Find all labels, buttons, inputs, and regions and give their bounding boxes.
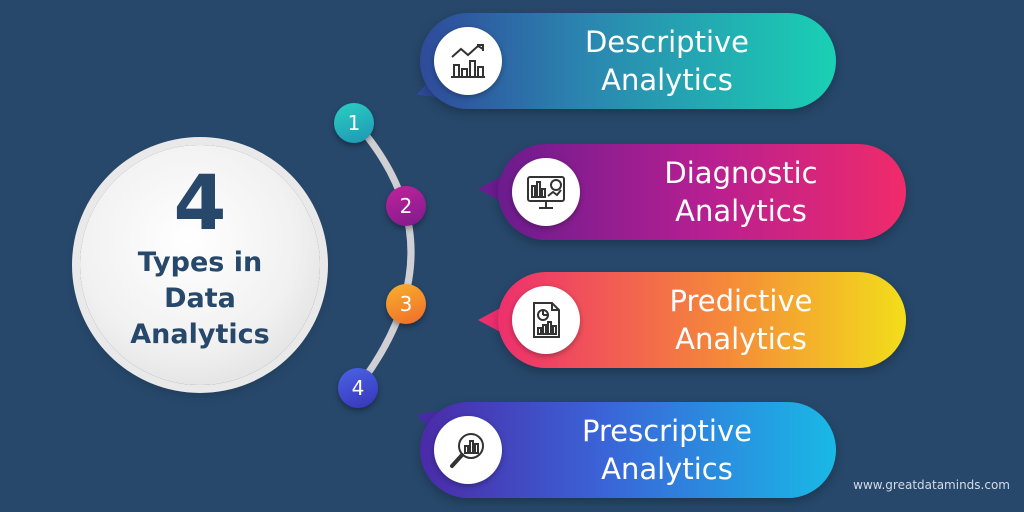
icon-badge [434, 27, 502, 95]
descriptive-analytics-bubble: Descriptive Analytics [420, 13, 836, 109]
type-label: Diagnostic Analytics [594, 154, 888, 230]
icon-badge [512, 286, 580, 354]
icon-badge [434, 416, 502, 484]
type-label-line: Analytics [601, 452, 733, 486]
type-label-line: Diagnostic [664, 156, 818, 190]
type-label-line: Analytics [601, 63, 733, 97]
prescriptive-analytics-bubble: Prescriptive Analytics [420, 402, 836, 498]
marker-3: 3 [386, 284, 426, 324]
bar-chart-trend-icon [451, 44, 485, 78]
diagnostic-analytics-bubble: Diagnostic Analytics [498, 144, 906, 240]
hub-number: 4 [173, 158, 227, 247]
central-circle: 4 Types in Data Analytics [80, 145, 320, 385]
report-document-icon [533, 302, 560, 338]
hub-title-line: Analytics [130, 319, 270, 350]
website-url: www.greatdataminds.com [853, 478, 1010, 492]
magnifier-chart-icon [450, 433, 484, 468]
hub-title: Types in Data Analytics [80, 245, 320, 353]
type-label-line: Predictive [669, 284, 813, 318]
type-label-line: Descriptive [584, 25, 750, 59]
hub-title-line: Types in [137, 247, 263, 278]
marker-4: 4 [338, 368, 378, 408]
icon-badge [512, 158, 580, 226]
monitor-dashboard-icon [527, 176, 565, 209]
type-label: Prescriptive Analytics [516, 412, 818, 488]
type-label: Descriptive Analytics [516, 23, 818, 99]
type-label-line: Analytics [675, 322, 807, 356]
marker-1: 1 [334, 103, 374, 143]
marker-2: 2 [386, 186, 426, 226]
predictive-analytics-bubble: Predictive Analytics [498, 272, 906, 368]
type-label-line: Analytics [675, 194, 807, 228]
type-label: Predictive Analytics [594, 282, 888, 358]
type-label-line: Prescriptive [582, 414, 752, 448]
hub-title-line: Data [164, 283, 236, 314]
